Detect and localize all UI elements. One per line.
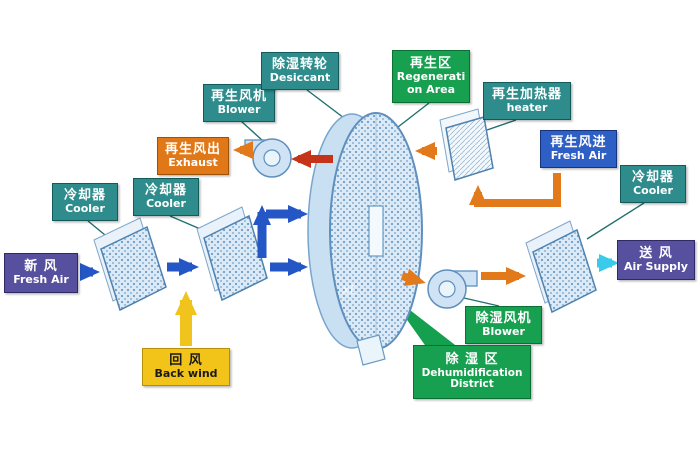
label-dehumid-blower-en: Blower — [482, 325, 525, 339]
label-cooler-2-zh: 冷却器 — [144, 182, 187, 198]
label-regen-heater-en: heater — [506, 101, 548, 115]
label-regen-exhaust-en: Exhaust — [168, 156, 218, 170]
label-desiccant-wheel: 除湿转轮 Desiccant — [261, 52, 339, 90]
connector-line — [463, 297, 500, 307]
label-cooler-2: 冷却器 Cooler — [133, 178, 199, 216]
label-cooler-3: 冷却器 Cooler — [620, 165, 686, 203]
dehumid-blower-icon — [427, 269, 478, 309]
label-dehumidification-district-zh: 除 湿 区 — [445, 351, 499, 367]
label-regen-heater: 再生加热器 heater — [483, 82, 571, 120]
label-regen-fresh-air: 再生风进 Fresh Air — [540, 130, 617, 168]
label-regeneration-area-en2: on Area — [406, 82, 456, 96]
connector-line — [486, 119, 517, 131]
label-back-wind-zh: 回 风 — [169, 352, 203, 368]
label-regeneration-area-en1: Regenerati — [396, 70, 466, 84]
label-regen-exhaust-zh: 再生风出 — [164, 141, 221, 157]
label-dehumidification-district-en2: District — [450, 378, 494, 391]
cooler-2-front-face — [203, 214, 268, 302]
heater-front-face — [445, 116, 494, 181]
label-desiccant-wheel-zh: 除湿转轮 — [271, 56, 328, 72]
label-desiccant-wheel-en: Desiccant — [269, 71, 331, 85]
connector-line — [397, 102, 430, 128]
wheel-hub — [368, 205, 384, 257]
label-cooler-1-en: Cooler — [65, 202, 105, 216]
label-dehumid-blower-zh: 除湿风机 — [475, 310, 532, 326]
connector-line — [240, 120, 264, 142]
label-regen-blower-en: Blower — [217, 103, 261, 117]
cooler-3-front-face — [532, 228, 597, 314]
label-regen-blower-zh: 再生风机 — [210, 88, 267, 104]
label-back-wind: 回 风 Back wind — [142, 348, 230, 386]
label-cooler-3-en: Cooler — [633, 184, 673, 198]
label-regeneration-area-zh: 再生区 — [409, 55, 452, 71]
label-regen-exhaust: 再生风出 Exhaust — [157, 137, 229, 175]
label-air-supply-zh: 送 风 — [639, 245, 673, 261]
desiccant-wheel — [307, 112, 423, 366]
label-fresh-air-inlet-en: Fresh Air — [13, 273, 69, 287]
label-air-supply: 送 风 Air Supply — [617, 240, 695, 280]
cooler-1-coil — [93, 217, 167, 312]
label-regen-fresh-air-en: Fresh Air — [550, 149, 607, 163]
watermark-text: xt — [341, 283, 356, 298]
dehumid-blower-hub — [438, 280, 456, 298]
label-back-wind-en: Back wind — [154, 367, 218, 381]
label-air-supply-en: Air Supply — [624, 260, 688, 274]
label-dehumidification-district: 除 湿 区 Dehumidification District — [413, 345, 531, 399]
label-fresh-air-inlet-zh: 新 风 — [24, 258, 58, 274]
label-regen-blower: 再生风机 Blower — [203, 84, 275, 122]
label-fresh-air-inlet: 新 风 Fresh Air — [4, 253, 78, 293]
regen-blower-icon — [244, 138, 292, 178]
label-cooler-1-zh: 冷却器 — [63, 187, 106, 203]
cooler-1-front-face — [100, 225, 167, 312]
label-regen-heater-zh: 再生加热器 — [491, 86, 562, 102]
cooler-3-coil — [525, 220, 597, 314]
regen-blower-hub — [263, 149, 281, 167]
wheel-seal-sheet — [356, 334, 386, 366]
label-cooler-1: 冷却器 Cooler — [52, 183, 118, 221]
label-cooler-3-zh: 冷却器 — [631, 169, 674, 185]
label-regeneration-area: 再生区 Regenerati on Area — [392, 50, 470, 103]
arrow-wheel-to-dehumid-blower — [400, 268, 426, 286]
cooler-2-coil — [196, 206, 268, 302]
callout-connector-lines — [87, 89, 645, 307]
label-dehumidification-district-en1: Dehumidification — [421, 366, 523, 379]
connector-line — [306, 89, 349, 122]
flow-arrows — [80, 141, 619, 346]
label-regen-fresh-air-zh: 再生风进 — [550, 134, 607, 150]
connector-line — [586, 202, 645, 240]
label-cooler-2-en: Cooler — [146, 197, 186, 211]
regen-heater-panel — [439, 108, 494, 181]
label-dehumid-blower: 除湿风机 Blower — [465, 306, 542, 344]
arrow-regen-freshair-to-heater — [469, 173, 561, 207]
